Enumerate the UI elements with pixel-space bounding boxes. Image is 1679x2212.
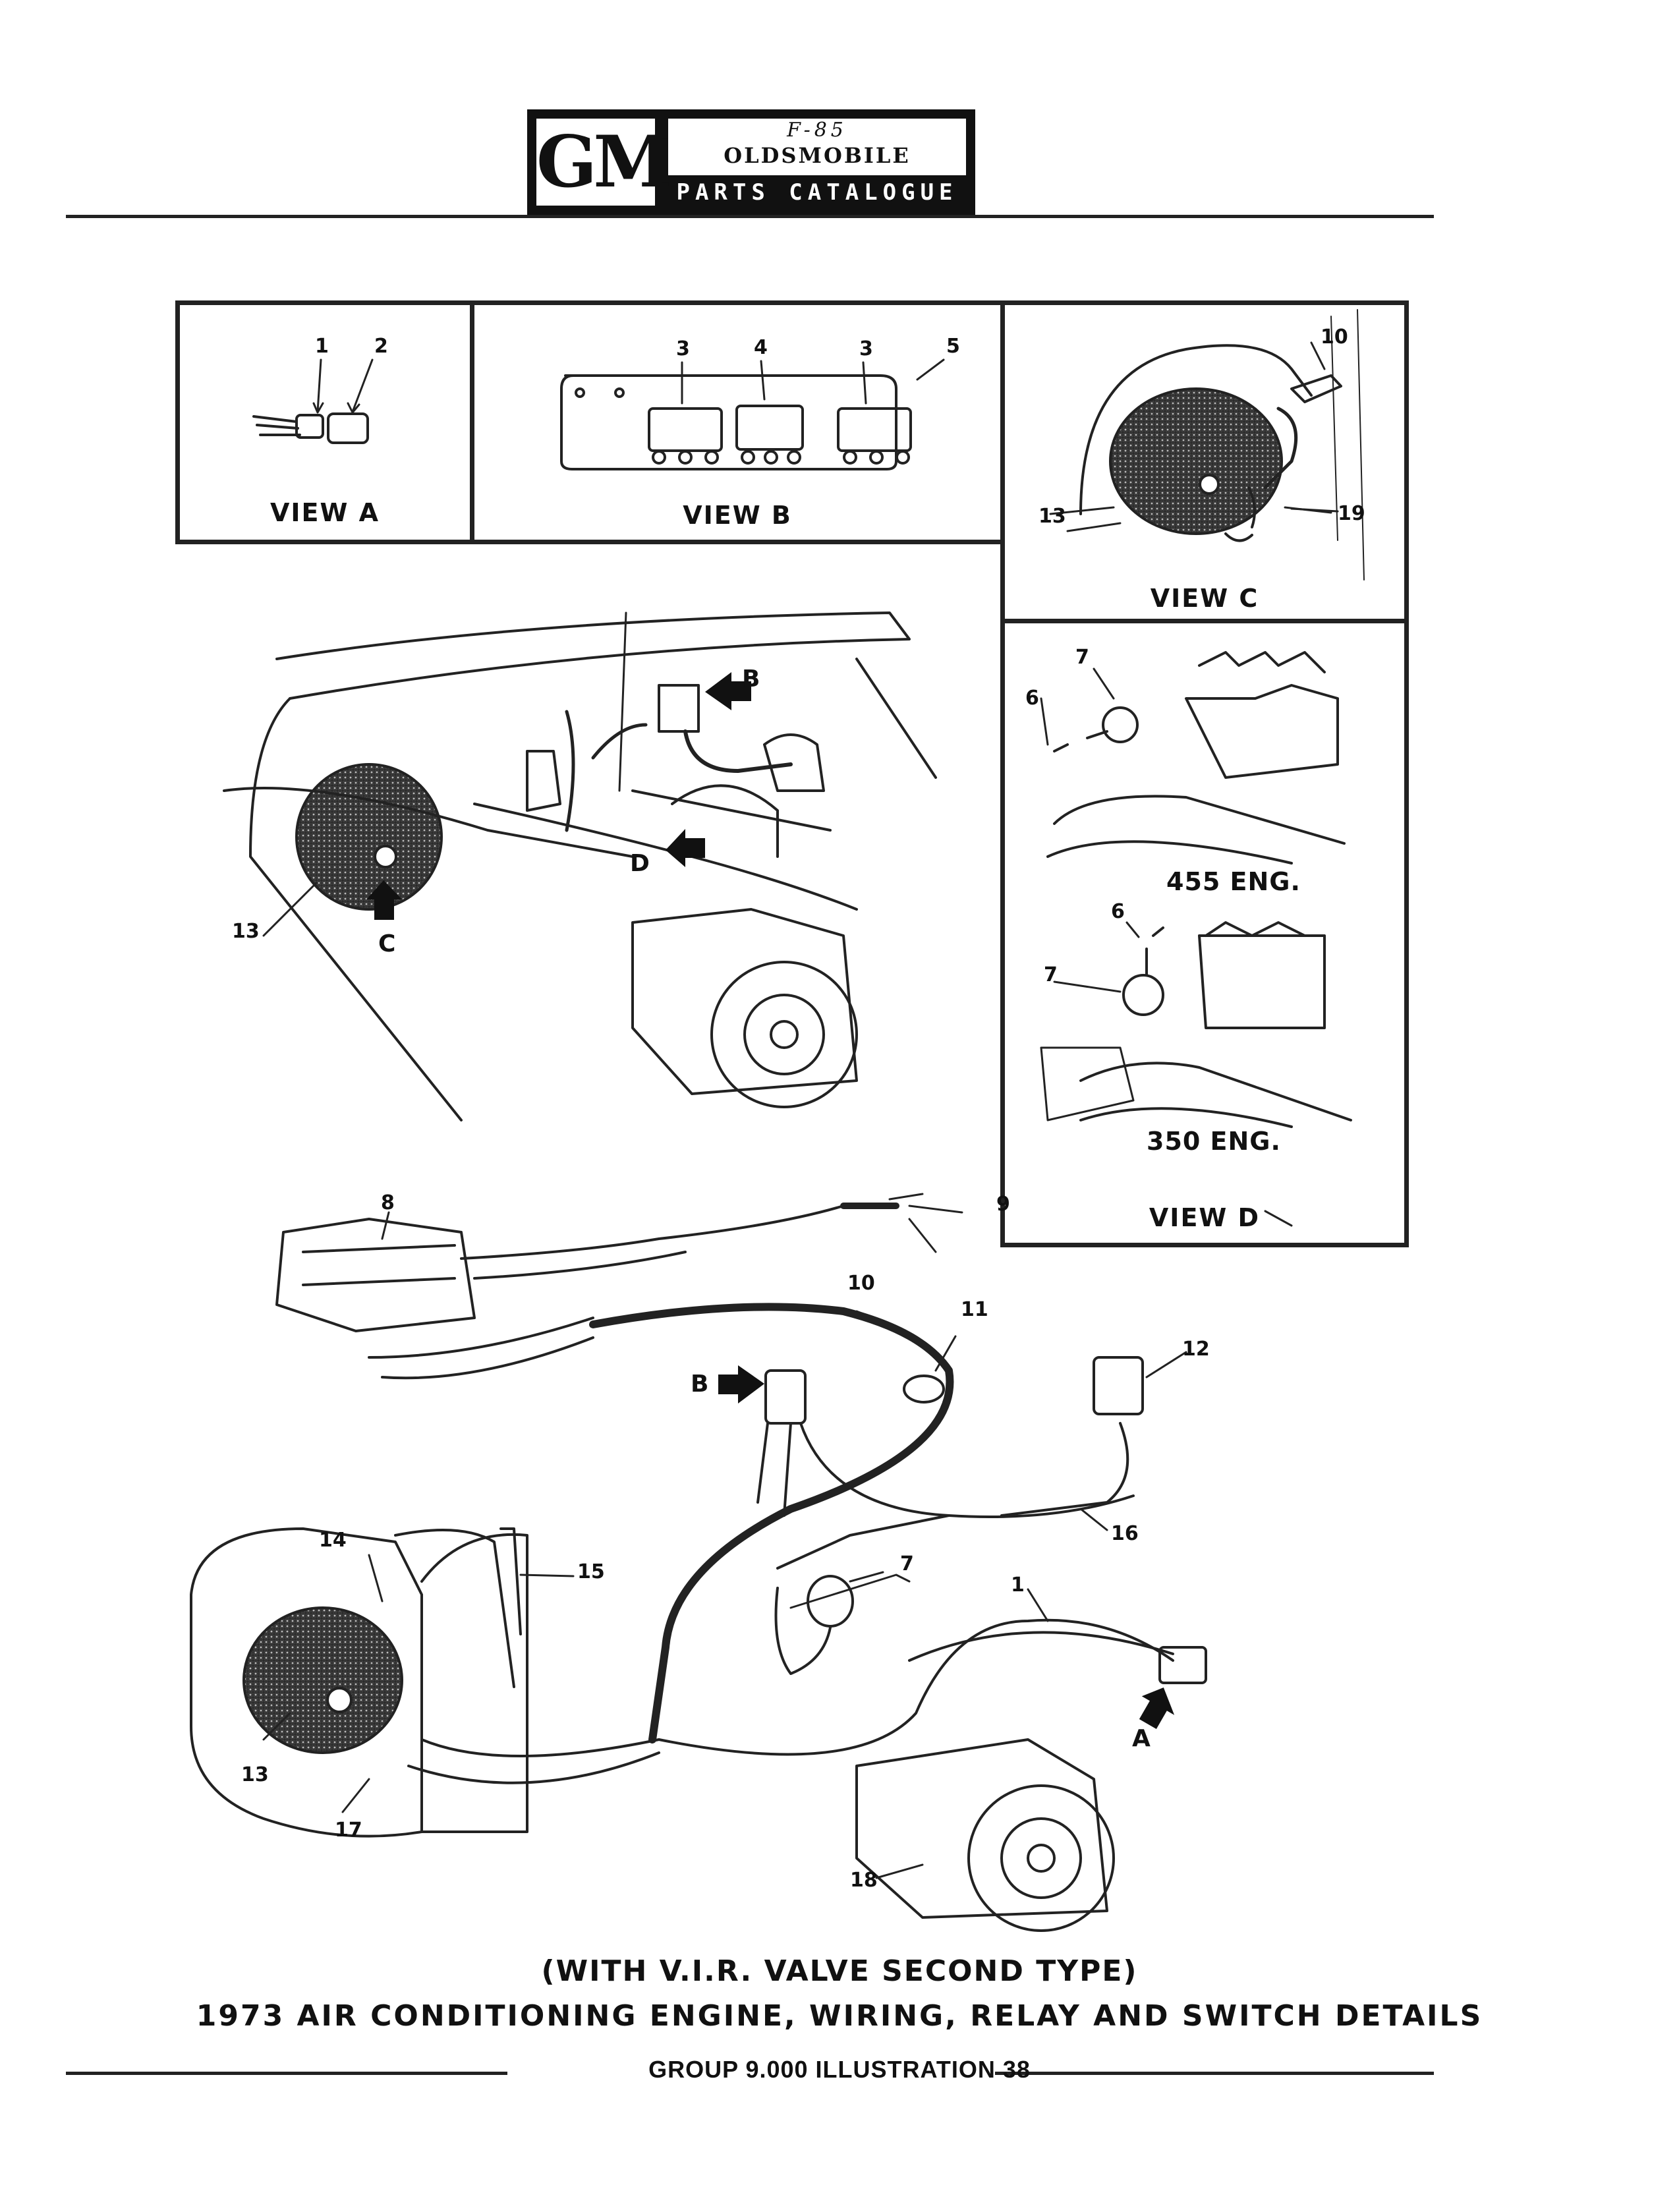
callout-8: 8 bbox=[381, 1191, 395, 1214]
footer-rule-left bbox=[66, 2072, 507, 2075]
callout-19-view-c: 19 bbox=[1338, 502, 1365, 525]
arrow-label-b-bottom: B bbox=[691, 1371, 709, 1398]
callout-leaders bbox=[262, 506, 1332, 1879]
view-b-label: VIEW B bbox=[683, 501, 792, 530]
callout-5-view-b: 5 bbox=[946, 335, 960, 358]
view-a-connectors bbox=[252, 358, 374, 444]
gm-parts-catalogue-logo: GM F-85 OLDSMOBILE PARTS CATALOGUE bbox=[527, 109, 975, 215]
callout-1-view-a: 1 bbox=[315, 335, 329, 358]
arrow-b-top bbox=[705, 672, 751, 710]
logo-catalogue: PARTS CATALOGUE bbox=[676, 179, 958, 206]
callout-15: 15 bbox=[577, 1560, 605, 1583]
caption-title: 1973 AIR CONDITIONING ENGINE, WIRING, RE… bbox=[196, 1999, 1483, 2033]
arrow-label-c: C bbox=[378, 930, 396, 957]
view-c-label: VIEW C bbox=[1150, 584, 1259, 613]
header-rule bbox=[66, 215, 1434, 218]
callout-13-lower: 13 bbox=[241, 1763, 269, 1786]
caption-subtitle: (WITH V.I.R. VALVE SECOND TYPE) bbox=[541, 1954, 1138, 1988]
callout-10-view-c: 10 bbox=[1321, 326, 1348, 349]
pointer-arrows bbox=[366, 672, 1175, 1729]
callout-14: 14 bbox=[319, 1529, 347, 1552]
callout-3-view-b-left: 3 bbox=[676, 337, 690, 360]
logo-gm: GM bbox=[536, 119, 672, 206]
callout-1: 1 bbox=[1011, 1574, 1025, 1597]
arrow-b-bottom bbox=[718, 1365, 764, 1404]
arrow-d bbox=[666, 829, 705, 867]
logo-top-panel: F-85 OLDSMOBILE bbox=[668, 119, 966, 175]
callout-7-view-d-bottom: 7 bbox=[1044, 963, 1058, 986]
engine-compartment-view bbox=[223, 611, 937, 1121]
logo-brand: OLDSMOBILE bbox=[724, 143, 911, 168]
view-c-blower bbox=[1049, 309, 1365, 581]
view-b-relays bbox=[560, 358, 945, 470]
arrow-label-d: D bbox=[630, 850, 650, 877]
callout-13-view-c: 13 bbox=[1039, 505, 1066, 528]
arrow-label-a: A bbox=[1132, 1725, 1151, 1752]
group-illustration-number: GROUP 9.000 ILLUSTRATION 38 bbox=[648, 2056, 1031, 2083]
harness-exploded-view bbox=[190, 1193, 1207, 1932]
callout-4-view-b: 4 bbox=[754, 336, 768, 359]
callout-16: 16 bbox=[1111, 1522, 1139, 1545]
view-d-engines bbox=[1040, 651, 1352, 1128]
callout-6-view-d-top: 6 bbox=[1025, 687, 1039, 710]
view-d-frame bbox=[1000, 619, 1409, 1247]
arrow-a bbox=[1139, 1687, 1175, 1729]
callout-7-view-d-top: 7 bbox=[1075, 646, 1089, 669]
callout-11: 11 bbox=[961, 1298, 988, 1321]
callout-3-view-b-right: 3 bbox=[859, 337, 873, 360]
callout-13-compartment: 13 bbox=[232, 920, 260, 943]
callout-17: 17 bbox=[335, 1819, 362, 1842]
engine-455-label: 455 ENG. bbox=[1166, 867, 1301, 896]
view-d-label: VIEW D bbox=[1149, 1203, 1261, 1232]
arrow-c bbox=[366, 880, 402, 920]
callout-2-view-a: 2 bbox=[374, 335, 388, 358]
callout-10: 10 bbox=[847, 1272, 875, 1295]
view-a-label: VIEW A bbox=[270, 498, 380, 527]
callout-18: 18 bbox=[850, 1869, 878, 1892]
logo-model: F-85 bbox=[787, 119, 847, 142]
footer-rule-right bbox=[995, 2072, 1434, 2075]
callout-9: 9 bbox=[996, 1193, 1010, 1216]
callout-7: 7 bbox=[900, 1552, 914, 1575]
engine-350-label: 350 ENG. bbox=[1147, 1127, 1281, 1156]
arrow-label-b-top: B bbox=[742, 666, 760, 693]
callout-12: 12 bbox=[1182, 1338, 1210, 1361]
callout-6-view-d-bottom: 6 bbox=[1111, 900, 1125, 923]
